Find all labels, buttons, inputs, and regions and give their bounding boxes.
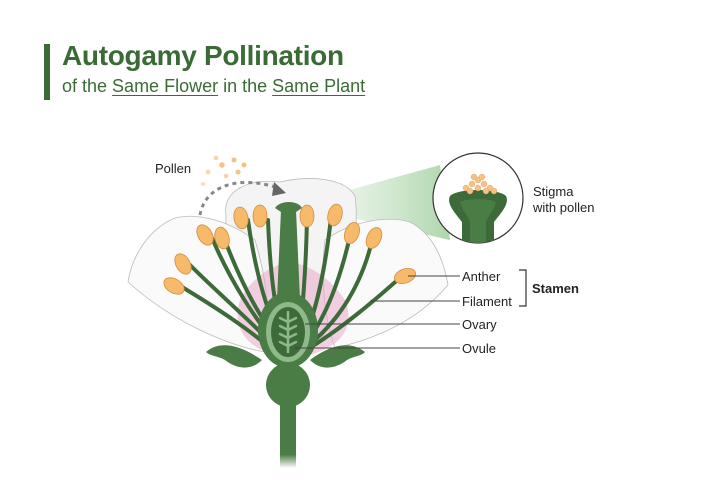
- subtitle-same-flower: Same Flower: [112, 76, 219, 96]
- page-title: Autogamy Pollination: [62, 40, 344, 71]
- label-stigma-line2: with pollen: [533, 200, 595, 215]
- label-stigma-line1: Stigma: [533, 184, 574, 199]
- ovules: [278, 310, 298, 354]
- stamen-bracket: [519, 269, 527, 307]
- receptacle: [266, 363, 310, 407]
- label-pollen: Pollen: [155, 161, 192, 176]
- anther: [344, 221, 360, 245]
- arrow-head-icon: [272, 182, 286, 196]
- stigma-zoom: [432, 152, 524, 244]
- anther: [214, 226, 230, 250]
- style: [277, 210, 300, 300]
- subtitle-part-1: of the: [62, 76, 113, 96]
- pollen-dots: [200, 155, 247, 187]
- subtitle-part-3: in the: [218, 76, 273, 96]
- anther: [174, 253, 192, 275]
- label-ovary: Ovary: [462, 317, 497, 332]
- anthers: [163, 203, 417, 295]
- label-filament: Filament: [462, 294, 512, 309]
- pistil: [258, 202, 318, 368]
- subtitle-same-plant: Same Plant: [272, 76, 366, 96]
- label-ovule: Ovule: [462, 341, 496, 356]
- title-accent-bar: [44, 44, 50, 100]
- anther: [252, 204, 268, 228]
- magnify-beam: [295, 165, 450, 240]
- anther: [299, 204, 315, 228]
- sepal-left: [206, 345, 262, 368]
- anther: [163, 277, 185, 295]
- anther: [365, 227, 383, 249]
- stigma: [275, 202, 302, 212]
- anther: [393, 268, 417, 284]
- anther: [233, 206, 249, 230]
- label-anther: Anther: [462, 269, 501, 284]
- label-stamen: Stamen: [532, 281, 579, 296]
- anther: [196, 224, 214, 246]
- pollen-arrow: [198, 180, 279, 216]
- page-subtitle: of the Same Flower in the Same Plant: [62, 76, 365, 97]
- stem: [280, 400, 296, 468]
- anther: [327, 203, 343, 227]
- sepal-right: [310, 345, 365, 368]
